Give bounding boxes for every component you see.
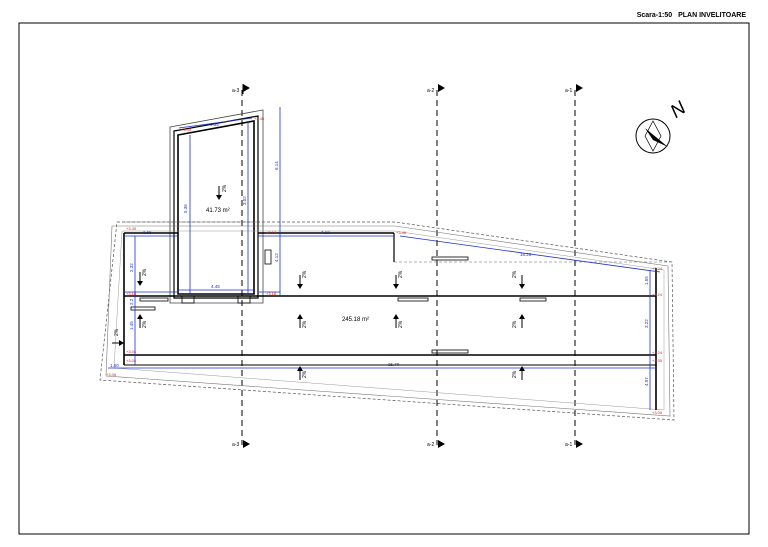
slope-arrow-up-icon: 2%	[393, 314, 404, 328]
svg-text:2%: 2%	[398, 270, 404, 278]
dim-left-c: 1.45	[129, 321, 134, 330]
slope-arrow-right-icon: 2%	[112, 328, 124, 346]
svg-text:2%: 2%	[142, 320, 148, 328]
elevation-mark: +3.18	[266, 230, 277, 235]
elevation-mark: +3.18	[126, 291, 137, 296]
section-flag-icon	[576, 84, 583, 92]
elevation-mark: +3.45	[126, 226, 137, 231]
dim-upper-inner: 3.02	[242, 196, 247, 205]
svg-text:2%: 2%	[302, 370, 308, 378]
svg-text:2%: 2%	[114, 328, 120, 336]
dim-side-left: 4.12	[274, 253, 279, 262]
elevation-mark: +3.04	[126, 358, 137, 363]
svg-text:2%: 2%	[302, 320, 308, 328]
section-flag-icon	[438, 84, 445, 92]
section-flag-icon	[438, 440, 445, 448]
svg-text:2%: 2%	[512, 270, 518, 278]
title-block: Scara-1:50 PLAN INVELITOARE	[633, 12, 746, 19]
elevation-labels: +3.45 +3.45 +3.45 +3.18 +3.48 +3.24 +3.1…	[106, 116, 663, 415]
slope-arrow-up-icon: 2%	[137, 314, 148, 328]
north-label: N	[667, 97, 691, 122]
elevation-mark: +3.04	[126, 349, 137, 354]
dim-left-small: 1.60	[110, 363, 119, 368]
section-label-bottom: a-2	[427, 442, 434, 448]
elevation-mark: +3.18	[266, 291, 277, 296]
slope-arrows: 2% 2% 2% 2% 2% 2% 2% 2%	[112, 184, 525, 380]
dim-bottom-total: 25.70	[388, 362, 400, 367]
elevation-mark: +3.05	[652, 410, 663, 415]
dim-right-1: 1.55	[644, 276, 649, 285]
dim-upper-width: 4.55	[210, 122, 219, 127]
svg-text:2%: 2%	[302, 270, 308, 278]
dim-upper-left: 5.36	[183, 204, 188, 213]
section-flag-icon	[243, 84, 250, 92]
sheet-border	[18, 22, 750, 535]
slope-arrow-down-icon: 2%	[512, 270, 525, 289]
section-label-bottom: a-1	[565, 442, 572, 448]
gutter-details	[130, 256, 547, 354]
slope-arrow-down-icon: 2%	[137, 268, 148, 286]
dim-upper-bottom: 4.45	[211, 284, 220, 289]
scale-label: Scara-1:50	[636, 12, 673, 19]
area-main-roof: 245.18 m²	[342, 317, 369, 323]
section-label-top: a-1	[565, 88, 572, 94]
main-roof-outline	[99, 221, 675, 421]
section-label-bottom: a-3	[232, 442, 239, 448]
dim-upper-right: 6.14	[274, 161, 279, 170]
elevation-mark: +3.45	[254, 116, 265, 121]
elevation-mark: +3.48	[396, 230, 407, 235]
slope-arrow-down-icon: 2%	[297, 270, 308, 289]
section-flag-icon	[576, 440, 583, 448]
slope-arrow-up-icon: 2%	[512, 314, 525, 328]
dim-mid-right: 16.28	[520, 252, 532, 257]
svg-text:2%: 2%	[142, 268, 148, 276]
elevation-mark: +3.24	[652, 292, 663, 297]
dim-right-2: 3.22	[644, 319, 649, 328]
svg-text:2%: 2%	[512, 370, 518, 378]
dim-mid-left-v: 2.2	[129, 298, 134, 305]
elevation-mark: +3.45	[181, 127, 192, 132]
elevation-mark: +3.05	[652, 358, 663, 363]
svg-text:2%: 2%	[222, 184, 228, 192]
elevation-mark: +3.24	[652, 266, 663, 271]
slope-arrow-down-icon: 2%	[393, 270, 404, 289]
slope-arrow-up-icon: 2%	[512, 366, 525, 380]
dim-left-b: 2.32	[129, 263, 134, 272]
section-cut-a3: a-3 a-3	[232, 84, 250, 448]
section-label-top: a-3	[232, 88, 239, 94]
north-arrow: N	[635, 97, 691, 154]
section-label-top: a-2	[427, 88, 434, 94]
section-cut-a2: a-2 a-2	[427, 84, 445, 448]
elevation-mark: +3.05	[106, 372, 117, 377]
slope-arrow-up-icon: 2%	[297, 366, 308, 380]
slope-arrow-down-icon: 2%	[216, 184, 228, 200]
dim-right-3: 4.97	[644, 377, 649, 386]
dim-left-top: 2.55	[143, 230, 152, 235]
section-cut-a1: a-1 a-1	[565, 84, 583, 448]
dimension-labels: 4.55 5.36 3.02 6.14 4.45 2.55 7.12 16.28…	[110, 122, 649, 386]
svg-text:2%: 2%	[398, 320, 404, 328]
elevation-mark: +3.24	[652, 350, 663, 355]
section-flag-icon	[243, 440, 250, 448]
compass-needle-icon	[645, 128, 668, 147]
dim-mid-top: 7.12	[321, 230, 330, 235]
slope-arrow-up-icon: 2%	[297, 314, 308, 328]
dimension-lines	[108, 107, 661, 410]
area-upper-room: 41.73 m²	[206, 208, 230, 214]
plan-title: PLAN INVELITOARE	[678, 12, 746, 19]
svg-text:2%: 2%	[512, 320, 518, 328]
